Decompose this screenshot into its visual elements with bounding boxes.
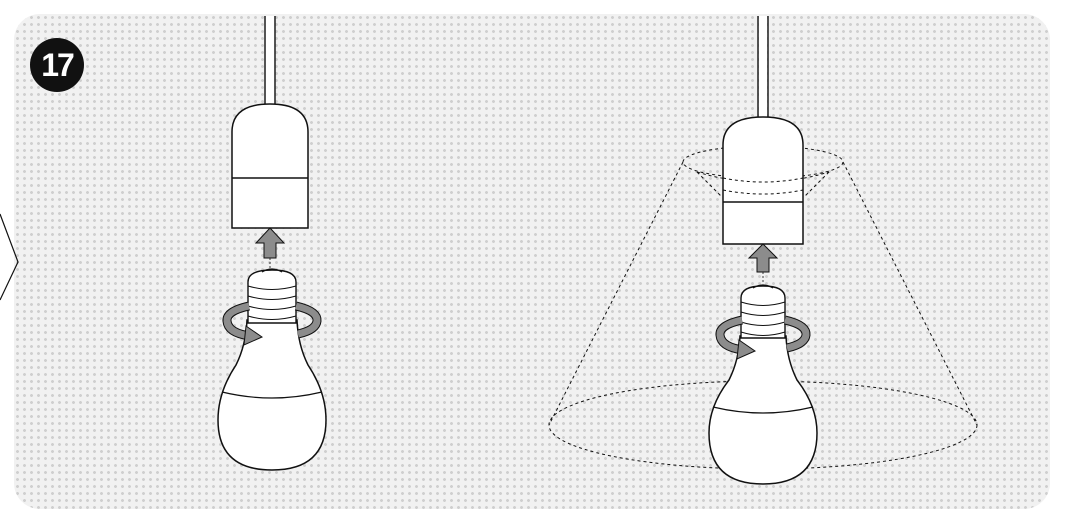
lamp-socket-icon: [722, 116, 804, 245]
light-bulb-icon: [708, 284, 818, 485]
chevron-right-icon: [0, 213, 19, 301]
instruction-panel: [14, 14, 1050, 509]
rotate-arrow-icon: [715, 315, 811, 360]
figure-left: [217, 16, 327, 471]
figure-right: [548, 16, 978, 485]
cord: [264, 16, 276, 108]
lamp-socket-icon: [231, 103, 309, 229]
cord: [757, 16, 769, 120]
rotate-arrow-icon: [222, 301, 322, 346]
step-number-badge: 17: [30, 38, 84, 92]
step-number: 17: [41, 46, 75, 83]
up-arrow-icon: [747, 243, 779, 284]
light-bulb-icon: [217, 268, 327, 471]
up-arrow-icon: [254, 227, 286, 268]
